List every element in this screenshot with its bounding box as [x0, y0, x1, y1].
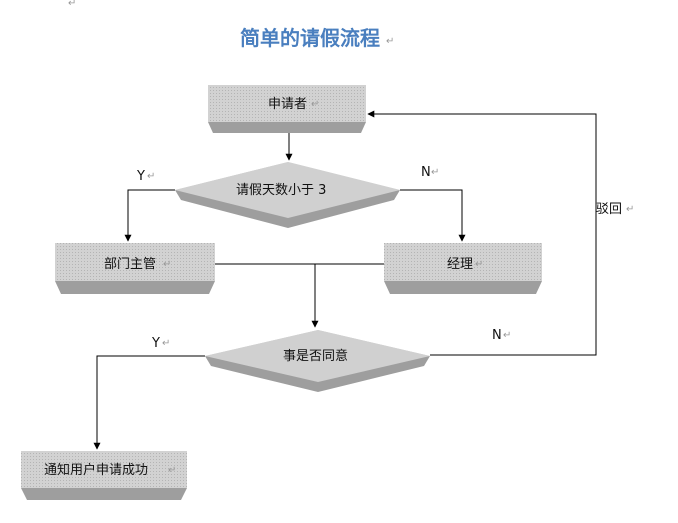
- edge-label-yes-short: Y: [136, 169, 145, 184]
- node-notify-label: 通知用户申请成功: [44, 462, 148, 478]
- paragraph-mark: ↵: [311, 99, 319, 110]
- paragraph-mark: ↵: [431, 167, 439, 178]
- edge-approved-no-reject: [367, 110, 597, 356]
- edge-approved-yes: [93, 355, 205, 450]
- diagram-title: 简单的请假流程: [240, 26, 380, 50]
- paragraph-mark: ↵: [503, 330, 511, 341]
- paragraph-mark: ↵: [68, 0, 76, 9]
- paragraph-mark: ↵: [626, 204, 634, 215]
- paragraph-mark: ↵: [162, 338, 170, 349]
- edge-label-reject: 驳回: [596, 202, 622, 217]
- edge-label-no-rejected: N: [492, 328, 502, 343]
- node-days-check-label: 请假天数小于 3: [236, 183, 326, 198]
- node-dept-manager-label: 部门主管: [104, 257, 156, 272]
- node-manager: 经理 ↵: [384, 243, 542, 294]
- edge-label-no-long: N: [421, 165, 431, 180]
- node-approved-check: 事是否同意: [205, 330, 430, 392]
- paragraph-mark: ↵: [163, 259, 171, 270]
- node-approved-check-label: 事是否同意: [283, 348, 348, 364]
- paragraph-mark: ↵: [475, 259, 483, 270]
- node-applicant-label: 申请者: [268, 97, 307, 112]
- edge-days-check-yes: [124, 189, 175, 242]
- paragraph-mark: ↵: [386, 36, 394, 47]
- node-applicant: 申请者 ↵: [208, 85, 366, 133]
- node-notify: 通知用户申请成功 ↵: [21, 451, 187, 500]
- node-days-check: 请假天数小于 3: [175, 162, 400, 228]
- node-manager-label: 经理: [447, 257, 473, 272]
- paragraph-mark: ↵: [147, 171, 155, 182]
- edge-label-yes-approved: Y: [151, 336, 160, 351]
- paragraph-mark: ↵: [168, 465, 176, 476]
- edge-days-check-no: [400, 189, 466, 242]
- node-dept-manager: 部门主管 ↵: [55, 243, 215, 294]
